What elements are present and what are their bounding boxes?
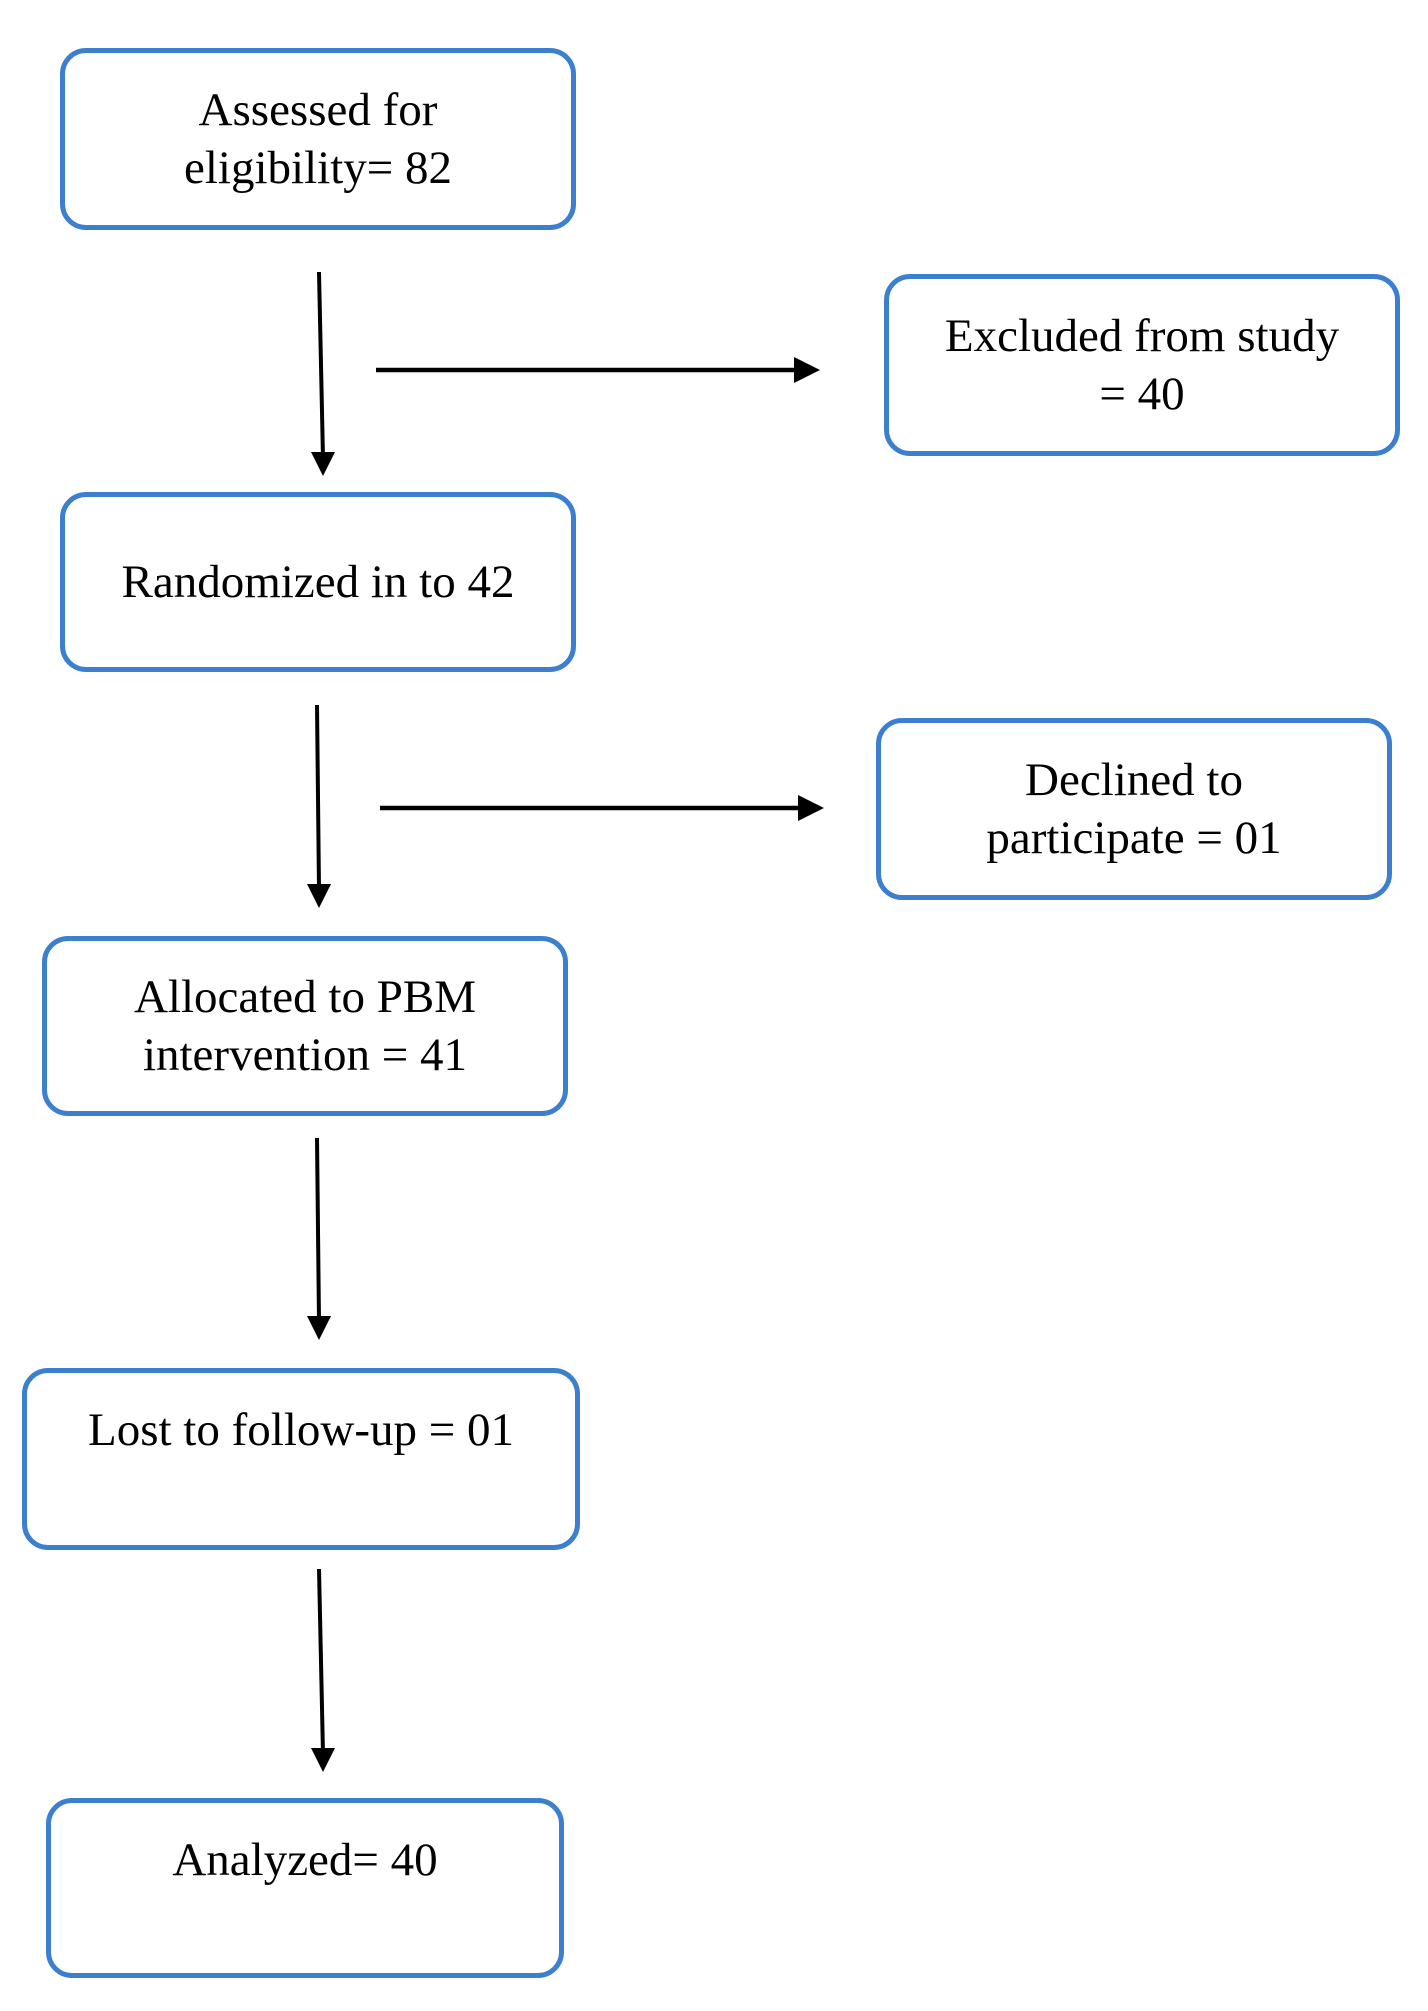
arrow-lost-to-analyzed [311, 1568, 335, 1772]
analyzed-box: Analyzed= 40 [46, 1798, 564, 1978]
arrow-to-excluded [376, 357, 820, 383]
excluded-box: Excluded from study = 40 [884, 274, 1400, 456]
randomized-line1: Randomized in to 42 [121, 556, 515, 608]
analyzed-line1: Analyzed= 40 [172, 1834, 438, 1886]
assessed-line2: eligibility= 82 [183, 142, 453, 194]
assessed-line1: Assessed for [198, 84, 438, 136]
lost-box: Lost to follow-up = 01 [22, 1368, 580, 1550]
arrow-allocated-to-lost [307, 1137, 331, 1340]
excluded-line2: = 40 [1099, 368, 1185, 420]
arrow-assessed-to-randomized [311, 271, 335, 476]
assessed-box: Assessed for eligibility= 82 [60, 48, 576, 230]
lost-line1: Lost to follow-up = 01 [88, 1404, 514, 1456]
arrow-randomized-to-allocated [307, 704, 331, 908]
allocated-box: Allocated to PBM intervention = 41 [42, 936, 568, 1116]
declined-line2: participate = 01 [986, 812, 1282, 864]
declined-line1: Declined to [1025, 754, 1243, 806]
allocated-line1: Allocated to PBM [133, 971, 477, 1023]
declined-box: Declined to participate = 01 [876, 718, 1392, 900]
excluded-line1: Excluded from study [944, 310, 1340, 362]
allocated-line2: intervention = 41 [142, 1029, 468, 1081]
randomized-box: Randomized in to 42 [60, 492, 576, 672]
arrow-to-declined [380, 795, 824, 821]
